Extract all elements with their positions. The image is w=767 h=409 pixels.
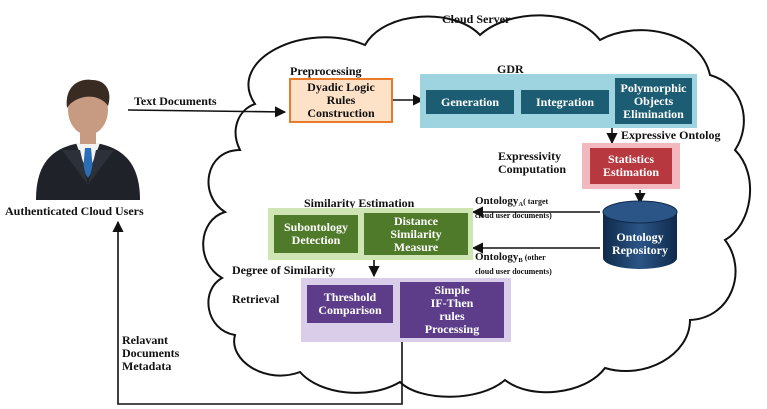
retrieval-label: Retrieval bbox=[232, 292, 280, 306]
polymorphic-line-1: Polymorphic bbox=[620, 80, 687, 95]
threshold-line-1: Threshold bbox=[323, 290, 377, 304]
ontology-b-name: Ontology bbox=[475, 251, 519, 263]
ontology-b-note-2: cloud user documents) bbox=[475, 267, 552, 276]
text-documents-label: Text Documents bbox=[134, 94, 217, 108]
ontology-a-note-1: ( target bbox=[523, 197, 549, 206]
relevant-documents-label-1: Relavant bbox=[122, 333, 168, 347]
statistics-box: Statistics Estimation bbox=[590, 148, 672, 184]
threshold-line-2: Comparison bbox=[318, 303, 382, 317]
text-documents-arrow bbox=[127, 106, 287, 118]
preprocessing-label: Preprocessing bbox=[290, 64, 362, 78]
ontology-a-label: OntologyA( target bbox=[475, 195, 548, 211]
polymorphic-line-3: Elimination bbox=[623, 106, 684, 121]
relevant-documents-arrow bbox=[112, 220, 403, 405]
businessman-icon bbox=[36, 79, 140, 200]
distance-line-1: Distance bbox=[394, 213, 438, 228]
repository-line-1: Ontology bbox=[616, 230, 664, 244]
subontology-box: Subontology Detection bbox=[274, 215, 358, 253]
subontology-line-2: Detection bbox=[291, 233, 341, 247]
threshold-box: Threshold Comparison bbox=[307, 285, 393, 323]
simple-line-3: rules bbox=[439, 309, 465, 323]
simple-line-2: IF-Then bbox=[430, 296, 474, 310]
dyadic-line-2: Rules bbox=[326, 93, 356, 107]
user-label: Authenticated Cloud Users bbox=[5, 204, 144, 218]
ontology-b-sub: B bbox=[518, 257, 523, 264]
dyadic-line-1: Dyadic Logic bbox=[307, 80, 375, 94]
repository-line-2: Repository bbox=[612, 243, 668, 257]
relevant-documents-label-2: Documents bbox=[122, 346, 180, 360]
ontology-b-note-1: (other bbox=[522, 253, 546, 262]
expressivity-label-1: Expressivity bbox=[498, 149, 562, 163]
database-cylinder-icon bbox=[602, 200, 678, 269]
ontology-a-sub: A bbox=[518, 201, 524, 208]
expressive-ontology-label: Expressive Ontolog bbox=[621, 128, 721, 142]
simple-line-4: Processing bbox=[424, 322, 480, 336]
dyadic-logic-rules-box: Dyadic Logic Rules Construction bbox=[289, 78, 393, 123]
statistics-line-1: Statistics bbox=[608, 152, 654, 166]
cloud-server-title: Cloud Server bbox=[442, 12, 511, 26]
polymorphic-line-2: Objects bbox=[633, 93, 674, 108]
degree-of-similarity-label: Degree of Similarity bbox=[232, 263, 336, 277]
ontology-a-note-2: cloud user documents) bbox=[475, 211, 552, 220]
expressivity-label-2: Computation bbox=[498, 162, 567, 176]
integration-box: Integration bbox=[521, 90, 609, 114]
simple-rules-box: Simple IF-Then rules Processing bbox=[400, 282, 504, 338]
generation-box: Generation bbox=[426, 90, 514, 114]
subontology-line-1: Subontology bbox=[283, 220, 349, 234]
distance-line-3: Measure bbox=[393, 239, 439, 254]
relevant-documents-label-3: Metadata bbox=[122, 359, 172, 373]
repository-label: Ontology Repository bbox=[603, 228, 677, 260]
ontology-a-name: Ontology bbox=[475, 195, 519, 207]
statistics-line-2: Estimation bbox=[602, 165, 659, 179]
distance-similarity-box: Distance Similarity Measure bbox=[364, 213, 468, 255]
simple-line-1: Simple bbox=[434, 283, 470, 297]
ontology-b-label: OntologyB (other bbox=[475, 251, 546, 267]
polymorphic-box: Polymorphic Objects Elimination bbox=[615, 78, 692, 124]
distance-line-2: Similarity bbox=[390, 226, 442, 241]
dyadic-line-3: Construction bbox=[307, 106, 375, 120]
gdr-label: GDR bbox=[497, 62, 524, 76]
similarity-estimation-label: Similarity Estimation bbox=[304, 196, 415, 210]
